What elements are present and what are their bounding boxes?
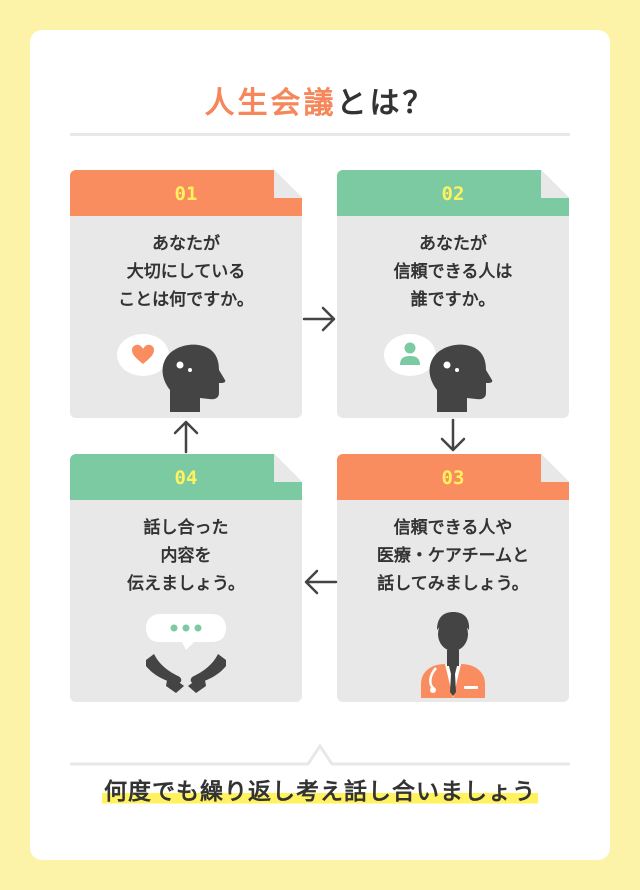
step-02-number: 02 — [337, 170, 569, 216]
step-02-box: 02 あなたが 信頼できる人は 誰ですか。 — [337, 170, 569, 418]
step-01-line-3: ことは何ですか。 — [118, 290, 254, 310]
step-04-text: 話し合った 内容を 伝えましょう。 — [70, 514, 302, 598]
folded-corner-icon — [274, 170, 302, 198]
footer-divider — [70, 743, 570, 766]
title-rest: とは？ — [336, 86, 436, 121]
arrow-left-icon — [304, 569, 338, 595]
folded-corner-icon — [541, 170, 569, 198]
arrow-right-icon — [302, 306, 336, 332]
infographic-card: 人生会議とは？ 01 あなたが 大切にしている ことは何ですか。 02 あなたが — [30, 30, 610, 860]
step-03-line-2: 医療・ケアチームと — [376, 546, 530, 566]
footer-text: 何度でも繰り返し考え話し合いましょう — [102, 772, 538, 806]
title-divider — [70, 133, 570, 136]
step-03-line-3: 話してみましょう。 — [377, 574, 529, 594]
step-01-line-2: 大切にしている — [126, 262, 246, 282]
step-03-box: 03 信頼できる人や 医療・ケアチームと 話してみましょう。 — [337, 454, 569, 702]
step-03-number: 03 — [337, 454, 569, 500]
step-02-text: あなたが 信頼できる人は 誰ですか。 — [337, 230, 569, 314]
step-02-line-2: 信頼できる人は — [393, 262, 513, 282]
step-04-line-3: 伝えましょう。 — [127, 574, 245, 594]
arrow-down-icon — [440, 418, 466, 452]
step-02-line-3: 誰ですか。 — [410, 290, 496, 310]
page-title: 人生会議とは？ — [30, 78, 610, 122]
step-03-text: 信頼できる人や 医療・ケアチームと 話してみましょう。 — [337, 514, 569, 598]
hands-speech-bubble-icon — [146, 614, 226, 693]
footer-message: 何度でも繰り返し考え話し合いましょう — [30, 772, 610, 806]
step-01-number: 01 — [70, 170, 302, 216]
arrow-up-icon — [173, 420, 199, 454]
step-04-line-1: 話し合った — [143, 518, 229, 538]
step-01-text: あなたが 大切にしている ことは何ですか。 — [70, 230, 302, 314]
step-04-box: 04 話し合った 内容を 伝えましょう。 — [70, 454, 302, 702]
step-04-number: 04 — [70, 454, 302, 500]
head-person-thought-icon — [384, 334, 493, 412]
doctor-icon — [421, 612, 485, 698]
step-02-line-1: あなたが — [419, 234, 487, 254]
step-03-line-1: 信頼できる人や — [393, 518, 513, 538]
folded-corner-icon — [274, 454, 302, 482]
title-accent: 人生会議 — [204, 86, 337, 121]
folded-corner-icon — [541, 454, 569, 482]
step-01-box: 01 あなたが 大切にしている ことは何ですか。 — [70, 170, 302, 418]
head-heart-thought-icon — [117, 334, 226, 412]
step-04-line-2: 内容を — [160, 546, 212, 566]
step-01-line-1: あなたが — [152, 234, 220, 254]
